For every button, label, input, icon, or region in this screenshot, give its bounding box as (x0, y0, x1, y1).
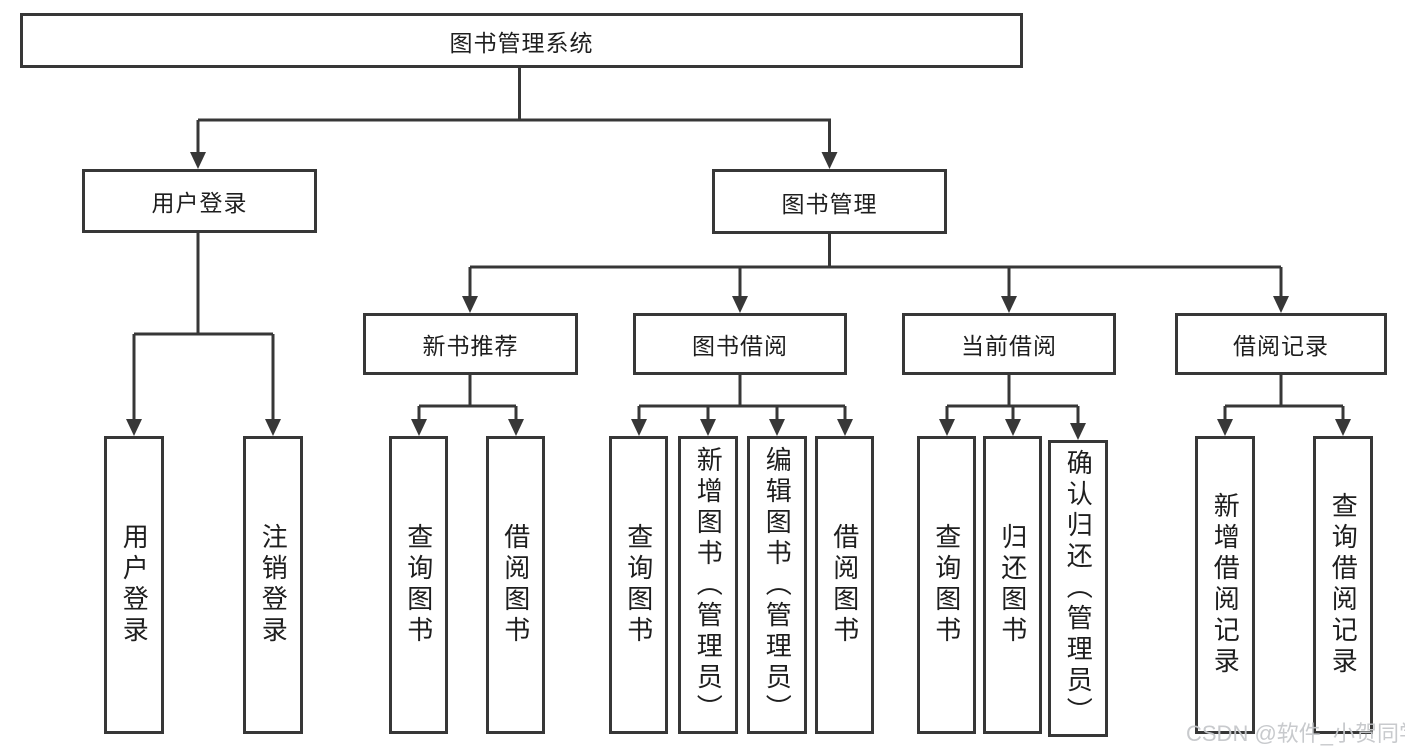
leaf-cb-confirm-return-admin-label: 确认归还（管理员） (1063, 449, 1094, 728)
leaf-nb-query-books-label: 查询图书 (403, 523, 434, 647)
node-borrow-records: 借阅记录 (1175, 313, 1387, 375)
leaf-cb-query-books-label: 查询图书 (931, 523, 962, 647)
node-borrow-records-label: 借阅记录 (1233, 333, 1329, 359)
node-book-borrow-label: 图书借阅 (692, 333, 788, 359)
node-book-management: 图书管理 (712, 169, 947, 234)
node-current-borrow: 当前借阅 (902, 313, 1116, 375)
leaf-user-login: 用户登录 (104, 436, 164, 734)
leaf-bb-edit-books-admin: 编辑图书（管理员） (747, 436, 807, 734)
leaf-cb-return-books: 归还图书 (983, 436, 1042, 734)
leaf-cb-confirm-return-admin: 确认归还（管理员） (1048, 440, 1108, 737)
leaf-br-query-record-label: 查询借阅记录 (1328, 492, 1359, 678)
node-user-login: 用户登录 (82, 169, 317, 233)
leaf-bb-borrow-books-label: 借阅图书 (829, 523, 860, 647)
leaf-bb-query-books-label: 查询图书 (623, 523, 654, 647)
leaf-cb-query-books: 查询图书 (917, 436, 976, 734)
leaf-br-add-record: 新增借阅记录 (1195, 436, 1255, 734)
node-new-book-recommend: 新书推荐 (363, 313, 578, 375)
watermark-text: CSDN @软件_小贺同学 (1186, 721, 1405, 746)
node-new-book-recommend-label: 新书推荐 (422, 333, 519, 359)
node-book-borrow: 图书借阅 (633, 313, 847, 375)
leaf-bb-add-books-admin: 新增图书（管理员） (678, 436, 738, 734)
node-root-label: 图书管理系统 (449, 29, 594, 56)
leaf-bb-borrow-books: 借阅图书 (815, 436, 874, 734)
leaf-nb-query-books: 查询图书 (389, 436, 448, 734)
leaf-logout: 注销登录 (243, 436, 303, 734)
leaf-user-login-label: 用户登录 (119, 523, 150, 647)
node-current-borrow-label: 当前借阅 (961, 333, 1057, 359)
leaf-br-query-record: 查询借阅记录 (1313, 436, 1373, 734)
leaf-nb-borrow-books-label: 借阅图书 (500, 523, 531, 647)
leaf-cb-return-books-label: 归还图书 (997, 523, 1028, 647)
leaf-bb-add-books-admin-label: 新增图书（管理员） (693, 445, 724, 725)
leaf-bb-edit-books-admin-label: 编辑图书（管理员） (762, 445, 793, 725)
leaf-logout-label: 注销登录 (258, 523, 289, 647)
node-user-login-label: 用户登录 (151, 190, 248, 216)
leaf-bb-query-books: 查询图书 (609, 436, 668, 734)
leaf-br-add-record-label: 新增借阅记录 (1210, 492, 1241, 678)
node-root: 图书管理系统 (20, 13, 1023, 68)
node-book-management-label: 图书管理 (781, 190, 878, 217)
leaf-nb-borrow-books: 借阅图书 (486, 436, 545, 734)
